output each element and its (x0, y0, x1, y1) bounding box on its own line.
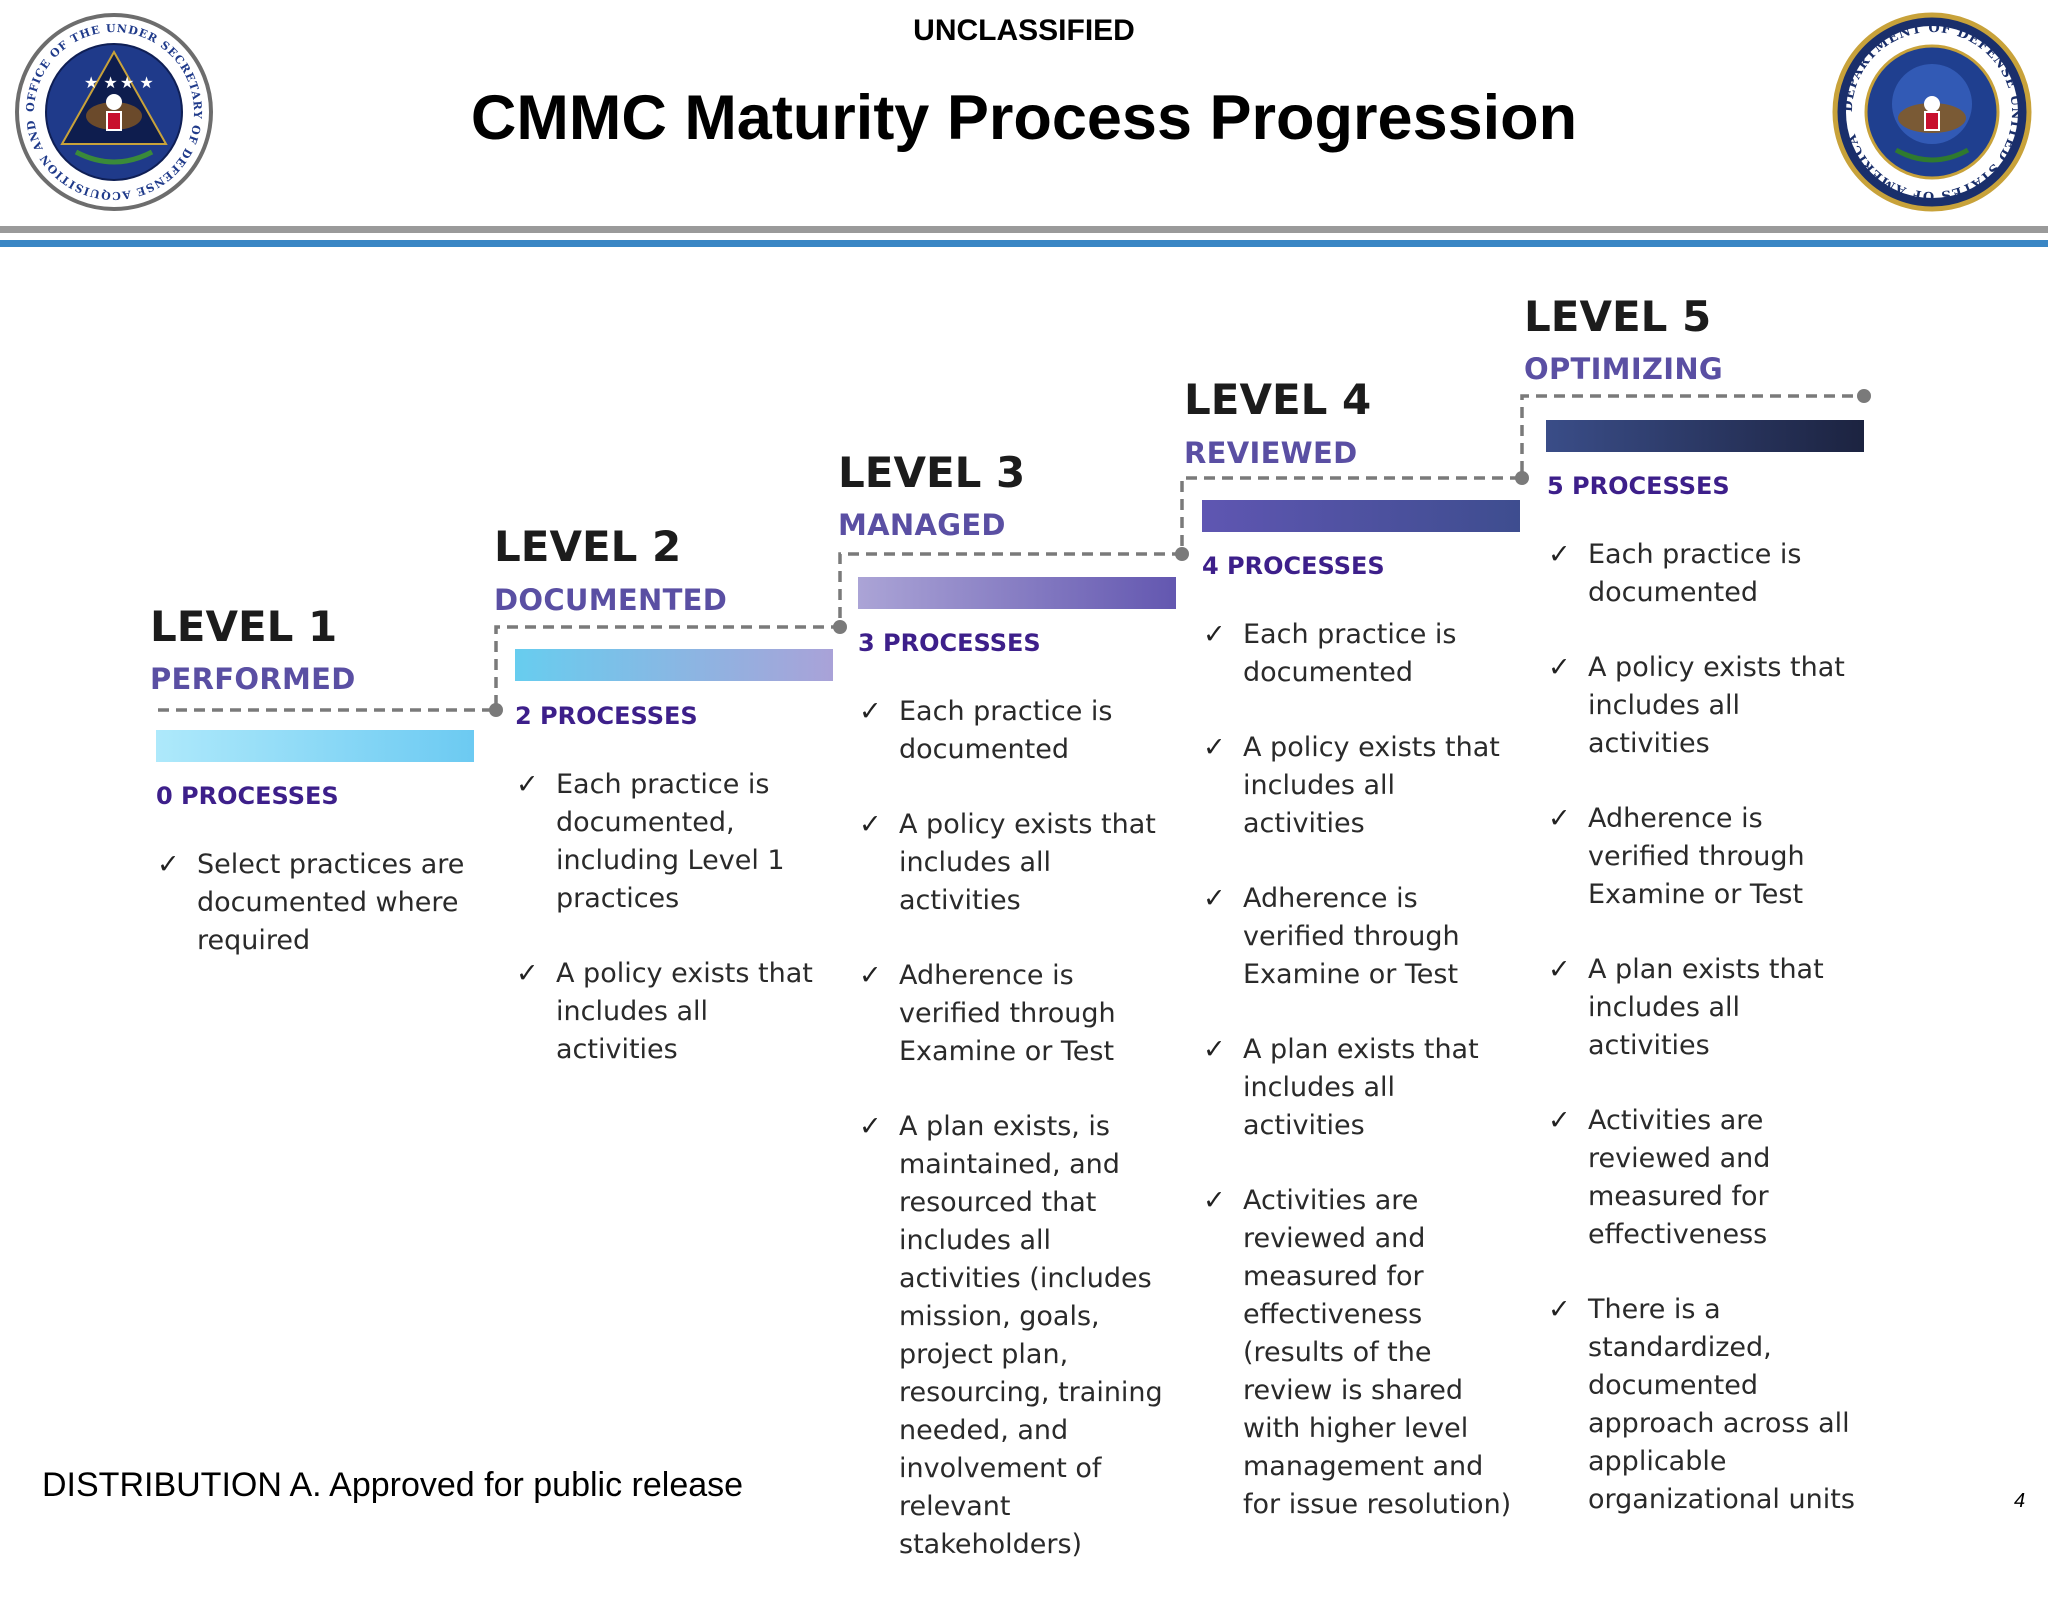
check-icon: ✓ (1203, 732, 1226, 763)
classification-marking: UNCLASSIFIED (913, 14, 1135, 47)
checklist-item: ✓Each practice is documented (1203, 616, 1523, 692)
checklist-item: ✓Adherence is verified through Examine o… (1548, 800, 1868, 914)
connector-node (1857, 389, 1871, 403)
level-4-checklist: ✓Each practice is documented ✓A policy e… (1203, 616, 1523, 1561)
level-2-subtitle: DOCUMENTED (494, 583, 728, 617)
checklist-item: ✓Each practice is documented (859, 693, 1179, 769)
level-5-title: LEVEL 5 (1524, 292, 1712, 341)
checklist-item: ✓A plan exists that includes all activit… (1203, 1031, 1523, 1145)
checklist-item: ✓A plan exists that includes all activit… (1548, 951, 1868, 1065)
check-icon: ✓ (1203, 619, 1226, 650)
check-icon: ✓ (1203, 883, 1226, 914)
level-3-process-count: 3 PROCESSES (858, 629, 1041, 657)
checklist-item: ✓Activities are reviewed and measured fo… (1203, 1182, 1523, 1524)
connector-node (1175, 547, 1189, 561)
checklist-item: ✓A plan exists, is maintained, and resou… (859, 1108, 1179, 1564)
level-2-checklist: ✓Each practice is documented, including … (516, 766, 836, 1106)
check-icon: ✓ (1548, 1294, 1571, 1325)
checklist-item: ✓A policy exists that includes all activ… (516, 955, 836, 1069)
level-3-bar (858, 577, 1176, 609)
page-title: CMMC Maturity Process Progression (470, 83, 1578, 153)
page-number: 4 (2014, 1490, 2026, 1512)
level-1-bar (156, 730, 474, 762)
osd-acquisition-seal: ★ ★ ★ ★ OFFICE OF THE UNDER SECRETARY OF… (14, 12, 213, 211)
checklist-item: ✓A policy exists that includes all activ… (1548, 649, 1868, 763)
connector-node (833, 620, 847, 634)
svg-text:★ ★: ★ ★ (84, 73, 118, 92)
checklist-item: ✓A policy exists that includes all activ… (859, 806, 1179, 920)
level-4-title: LEVEL 4 (1184, 375, 1372, 424)
level-2-bar (515, 649, 833, 681)
level-4-subtitle: REVIEWED (1184, 436, 1358, 470)
level-4-process-count: 4 PROCESSES (1202, 552, 1385, 580)
connector-node (489, 703, 503, 717)
check-icon: ✓ (1203, 1185, 1226, 1216)
level-4-bar (1202, 500, 1520, 532)
level-2-title: LEVEL 2 (494, 522, 682, 571)
check-icon: ✓ (859, 960, 882, 991)
header-divider-blue (0, 240, 2048, 247)
check-icon: ✓ (1548, 1105, 1571, 1136)
level-5-checklist: ✓Each practice is documented ✓A policy e… (1548, 536, 1868, 1556)
check-icon: ✓ (516, 769, 539, 800)
checklist-item: ✓Activities are reviewed and measured fo… (1548, 1102, 1868, 1254)
check-icon: ✓ (1203, 1034, 1226, 1065)
level-1-checklist: ✓Select practices are documented where r… (157, 846, 467, 997)
checklist-item: ✓Each practice is documented (1548, 536, 1868, 612)
level-5-subtitle: OPTIMIZING (1524, 352, 1724, 386)
check-icon: ✓ (516, 958, 539, 989)
distribution-statement: DISTRIBUTION A. Approved for public rele… (42, 1466, 744, 1504)
level-1-subtitle: PERFORMED (150, 662, 356, 696)
check-icon: ✓ (1548, 803, 1571, 834)
check-icon: ✓ (859, 809, 882, 840)
check-icon: ✓ (157, 849, 180, 880)
check-icon: ✓ (1548, 539, 1571, 570)
connector-node (1515, 471, 1529, 485)
level-1-title: LEVEL 1 (150, 602, 338, 651)
checklist-item: ✓There is a standardized, documented app… (1548, 1291, 1868, 1519)
level-5-bar (1546, 420, 1864, 452)
check-icon: ✓ (1548, 954, 1571, 985)
level-3-title: LEVEL 3 (838, 448, 1026, 497)
level-3-checklist: ✓Each practice is documented ✓A policy e… (859, 693, 1179, 1601)
level-5-process-count: 5 PROCESSES (1547, 472, 1730, 500)
level-1-process-count: 0 PROCESSES (156, 782, 339, 810)
level-2-process-count: 2 PROCESSES (515, 702, 698, 730)
check-icon: ✓ (859, 696, 882, 727)
checklist-item: ✓A policy exists that includes all activ… (1203, 729, 1523, 843)
checklist-item: ✓Each practice is documented, including … (516, 766, 836, 918)
checklist-item: ✓Adherence is verified through Examine o… (1203, 880, 1523, 994)
checklist-item: ✓Select practices are documented where r… (157, 846, 467, 960)
svg-text:★ ★: ★ ★ (120, 73, 154, 92)
dod-seal: DEPARTMENT OF DEFENSE UNITED STATES OF A… (1832, 12, 2032, 212)
level-3-subtitle: MANAGED (838, 508, 1006, 542)
check-icon: ✓ (859, 1111, 882, 1142)
checklist-item: ✓Adherence is verified through Examine o… (859, 957, 1179, 1071)
check-icon: ✓ (1548, 652, 1571, 683)
header-divider-gray (0, 226, 2048, 233)
